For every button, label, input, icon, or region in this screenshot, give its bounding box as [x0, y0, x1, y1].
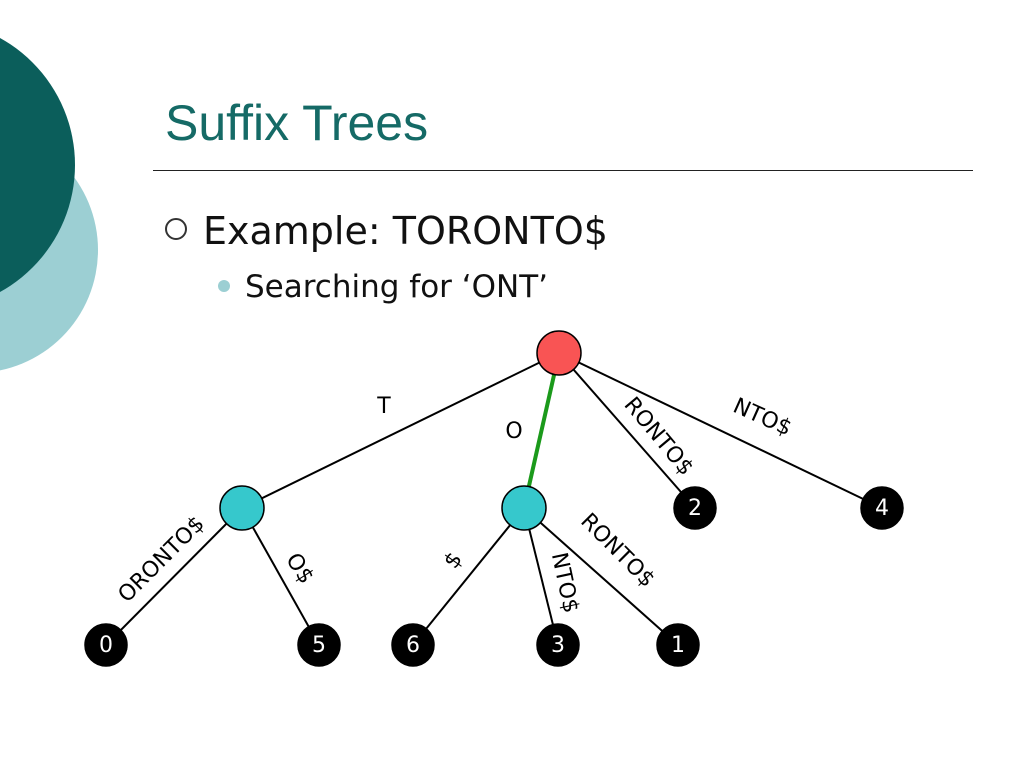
decorative-circles — [0, 38, 98, 371]
bullet-level1: Example: TORONTO$ — [165, 212, 608, 250]
leaf-label-l3: 3 — [551, 633, 565, 658]
leaf-label-l6: 6 — [406, 633, 420, 658]
tree-edge-nO-l1 — [523, 507, 679, 646]
leaf-label-l2: 2 — [688, 496, 702, 521]
tree-node-l1 — [656, 623, 700, 667]
tree-node-l5 — [297, 623, 341, 667]
tree-edge-root-nT — [241, 352, 560, 509]
edge-label-nO-l3: NTO$ — [546, 550, 583, 615]
bullet-level2: Searching for ‘ONT’ — [218, 272, 548, 303]
leaf-label-l4: 4 — [875, 496, 889, 521]
edge-label-nT-l0: ORONTO$ — [114, 512, 210, 608]
edge-label-nO-l6: $ — [439, 548, 468, 574]
tree-node-nO — [501, 485, 547, 531]
tree-edge-nO-l6 — [412, 507, 525, 646]
tree-node-nT — [219, 485, 265, 531]
tree-edge-nT-l0 — [105, 507, 243, 646]
tree-edges — [105, 352, 883, 646]
tree-node-l2 — [673, 486, 717, 530]
hollow-bullet-icon — [165, 217, 187, 240]
tree-nodes: 2 4 0 5 6 3 1 — [84, 330, 904, 667]
bullet-level2-text: Searching for ‘ONT’ — [245, 269, 549, 305]
edge-label-root-l4: NTO$ — [729, 394, 795, 442]
tree-edge-nO-l3 — [523, 507, 559, 646]
slide-title: Suffix Trees — [165, 95, 429, 151]
title-divider — [153, 170, 973, 171]
tree-node-l3 — [536, 623, 580, 667]
edge-label-root-nT: T — [376, 394, 391, 419]
edge-label-nT-l5: O$ — [280, 549, 318, 589]
dot-bullet-icon — [218, 279, 230, 292]
tree-edge-root-l4 — [558, 352, 883, 509]
tree-edge-root-l2 — [558, 352, 696, 509]
tree-node-l4 — [860, 486, 904, 530]
tree-edge-root-nO — [522, 352, 561, 509]
leaf-label-l0: 0 — [99, 633, 113, 658]
leaf-label-l5: 5 — [312, 633, 326, 658]
deco-dark-circle — [0, 38, 75, 292]
edge-label-nO-l1: RONTO$ — [575, 509, 659, 593]
edge-label-root-nO: O — [505, 419, 522, 444]
tree-node-root — [536, 330, 582, 376]
leaf-label-l1: 1 — [671, 633, 685, 658]
tree-node-l6 — [391, 623, 435, 667]
tree-node-l0 — [84, 623, 128, 667]
tree-edge-nT-l5 — [241, 507, 320, 646]
bullet-level1-text: Example: TORONTO$ — [203, 209, 608, 253]
